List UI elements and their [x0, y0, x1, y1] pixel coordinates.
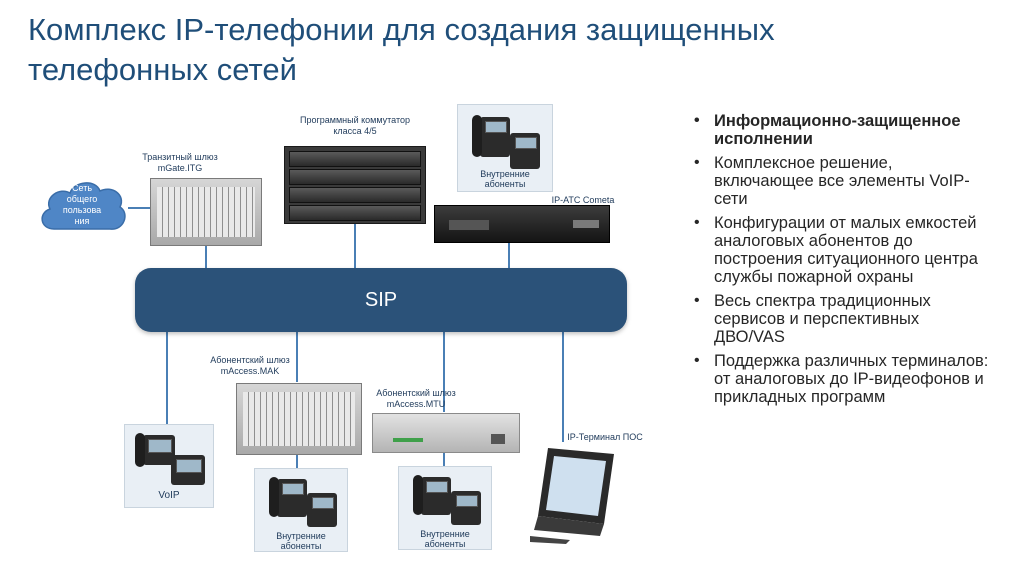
mtu-gateway-device — [372, 413, 520, 453]
link-voip — [166, 332, 168, 424]
title-line-2: телефонных сетей — [28, 50, 928, 90]
sip-label: SIP — [365, 289, 397, 312]
inner-subscribers-mak-card: Внутренние абоненты — [254, 468, 348, 552]
pos-terminal-label: IP-Терминал ПОС — [565, 432, 645, 443]
sip-network-bar: SIP — [135, 268, 627, 332]
feature-item: •Информационно-защищенное исполнении — [692, 112, 992, 148]
feature-list: •Информационно-защищенное исполнении •Ко… — [692, 112, 992, 412]
feature-item: •Поддержка различных терминалов: от анал… — [692, 352, 992, 406]
link-pos — [562, 332, 564, 442]
feature-item: •Комплексное решение, включающее все эле… — [692, 154, 992, 208]
ipats-device — [434, 205, 610, 243]
title-line-1: Комплекс IP-телефонии для создания защищ… — [28, 10, 928, 50]
mtu-gateway-label: Абонентский шлюз mAccess.MTU — [356, 388, 476, 410]
mak-gateway-device — [236, 383, 362, 455]
link-transit — [205, 245, 207, 268]
inner-subscribers-mtu-card: Внутренние абоненты — [398, 466, 492, 550]
inner-subscribers-top-label: Внутренние абоненты — [458, 169, 552, 189]
transit-gateway-device — [150, 178, 262, 246]
mak-gateway-label: Абонентский шлюз mAccess.MAK — [190, 355, 310, 377]
link-ipats — [508, 240, 510, 268]
page-title: Комплекс IP-телефонии для создания защищ… — [28, 10, 928, 90]
inner-subscribers-mak-label: Внутренние абоненты — [255, 531, 347, 551]
inner-subscribers-top-card: Внутренние абоненты — [457, 104, 553, 192]
pos-terminal-device — [530, 444, 618, 544]
transit-gateway-label: Транзитный шлюз mGate.ITG — [120, 152, 240, 174]
inner-subscribers-mtu-label: Внутренние абоненты — [399, 529, 491, 549]
link-cloud — [128, 207, 150, 209]
softswitch-label: Программный коммутатор класса 4/5 — [280, 115, 430, 137]
feature-item: •Весь спектра традиционных сервисов и пе… — [692, 292, 992, 346]
softswitch-device — [284, 146, 426, 224]
link-softswitch — [354, 222, 356, 268]
feature-item: •Конфигурации от малых емкостей аналогов… — [692, 214, 992, 286]
voip-label: VoIP — [125, 491, 213, 501]
public-network-label: Сеть общего пользова ния — [34, 183, 130, 227]
voip-phones-card: VoIP — [124, 424, 214, 508]
